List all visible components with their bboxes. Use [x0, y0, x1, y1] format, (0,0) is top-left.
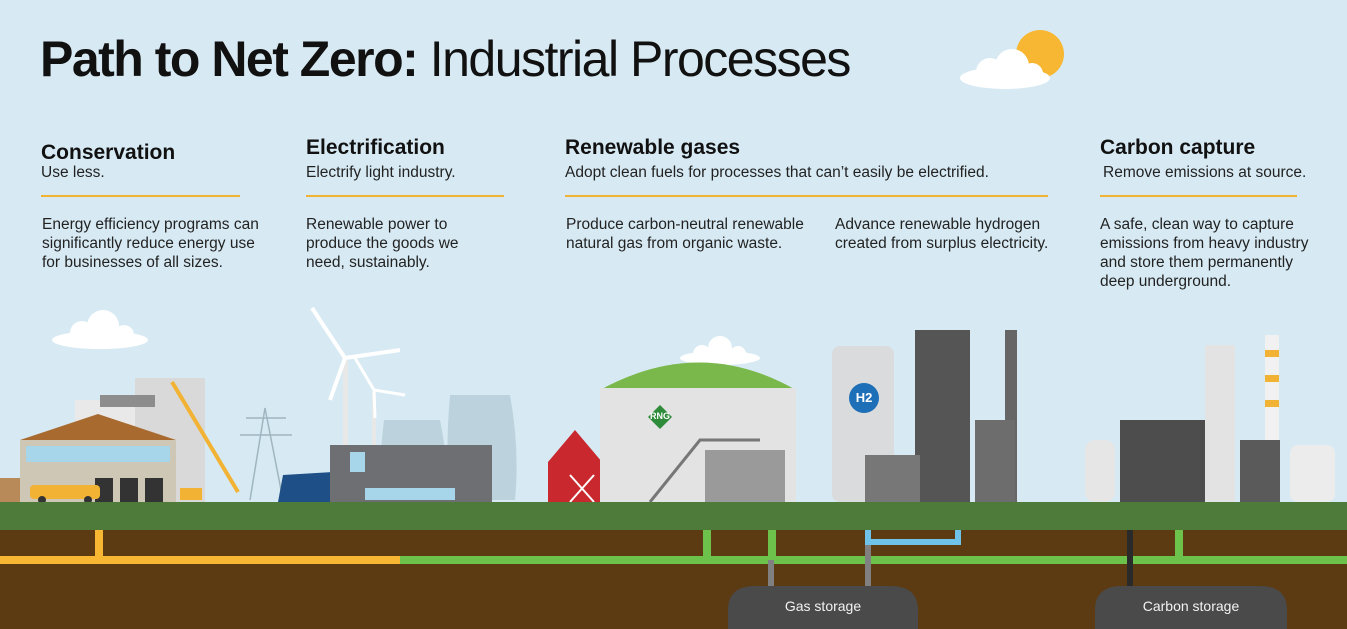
electrification-heading: Electrification: [306, 136, 445, 159]
page-title: Path to Net Zero: Industrial Processes: [40, 31, 852, 87]
cloud-icon-center: [680, 336, 760, 365]
conservation-subtitle: Use less.: [41, 164, 105, 181]
conservation-divider: [41, 195, 240, 197]
rng-body: Produce carbon-neutral renewable natural…: [566, 216, 804, 252]
renewable-gases-heading: Renewable gases: [565, 136, 741, 159]
cloud-icon: [960, 49, 1050, 89]
hydrogen-steel-illustration: [832, 330, 1017, 502]
title-light: Industrial Processes: [429, 31, 852, 87]
carbon-capture-heading: Carbon capture: [1100, 136, 1256, 159]
gas-storage-label: Gas storage: [784, 598, 862, 614]
carbon-storage-label: Carbon storage: [1142, 598, 1240, 614]
carbon-capture-illustration: [1085, 335, 1335, 502]
cloud-icon-left: [52, 310, 148, 349]
carbon-capture-subtitle: Remove emissions at source.: [1103, 164, 1307, 181]
carbon-capture-divider: [1100, 195, 1297, 197]
carbon-storage-pod: [1095, 586, 1287, 629]
h2-label: H2: [855, 390, 873, 405]
conservation-factory-illustration: [0, 378, 240, 504]
hydrogen-body: Advance renewable hydrogen created from …: [835, 216, 1049, 252]
electrification-divider: [306, 195, 504, 197]
carbon-capture-body: A safe, clean way to capture emissions f…: [1100, 216, 1309, 290]
h2-badge: [849, 383, 879, 413]
electrification-subtitle: Electrify light industry.: [306, 164, 456, 181]
conservation-body: Energy efficiency programs can significa…: [42, 216, 259, 271]
title-bold: Path to Net Zero:: [40, 31, 419, 87]
rng-facility-illustration: [548, 362, 796, 503]
rng-label: RNG: [650, 411, 670, 421]
gas-storage-pod: [728, 586, 918, 629]
renewable-gases-divider: [565, 195, 1048, 197]
electrification-body: Renewable power to produce the goods we …: [306, 216, 459, 271]
conservation-heading: Conservation: [41, 141, 176, 164]
electrification-illustration: [240, 306, 517, 502]
renewable-gases-subtitle: Adopt clean fuels for processes that can…: [565, 164, 989, 181]
